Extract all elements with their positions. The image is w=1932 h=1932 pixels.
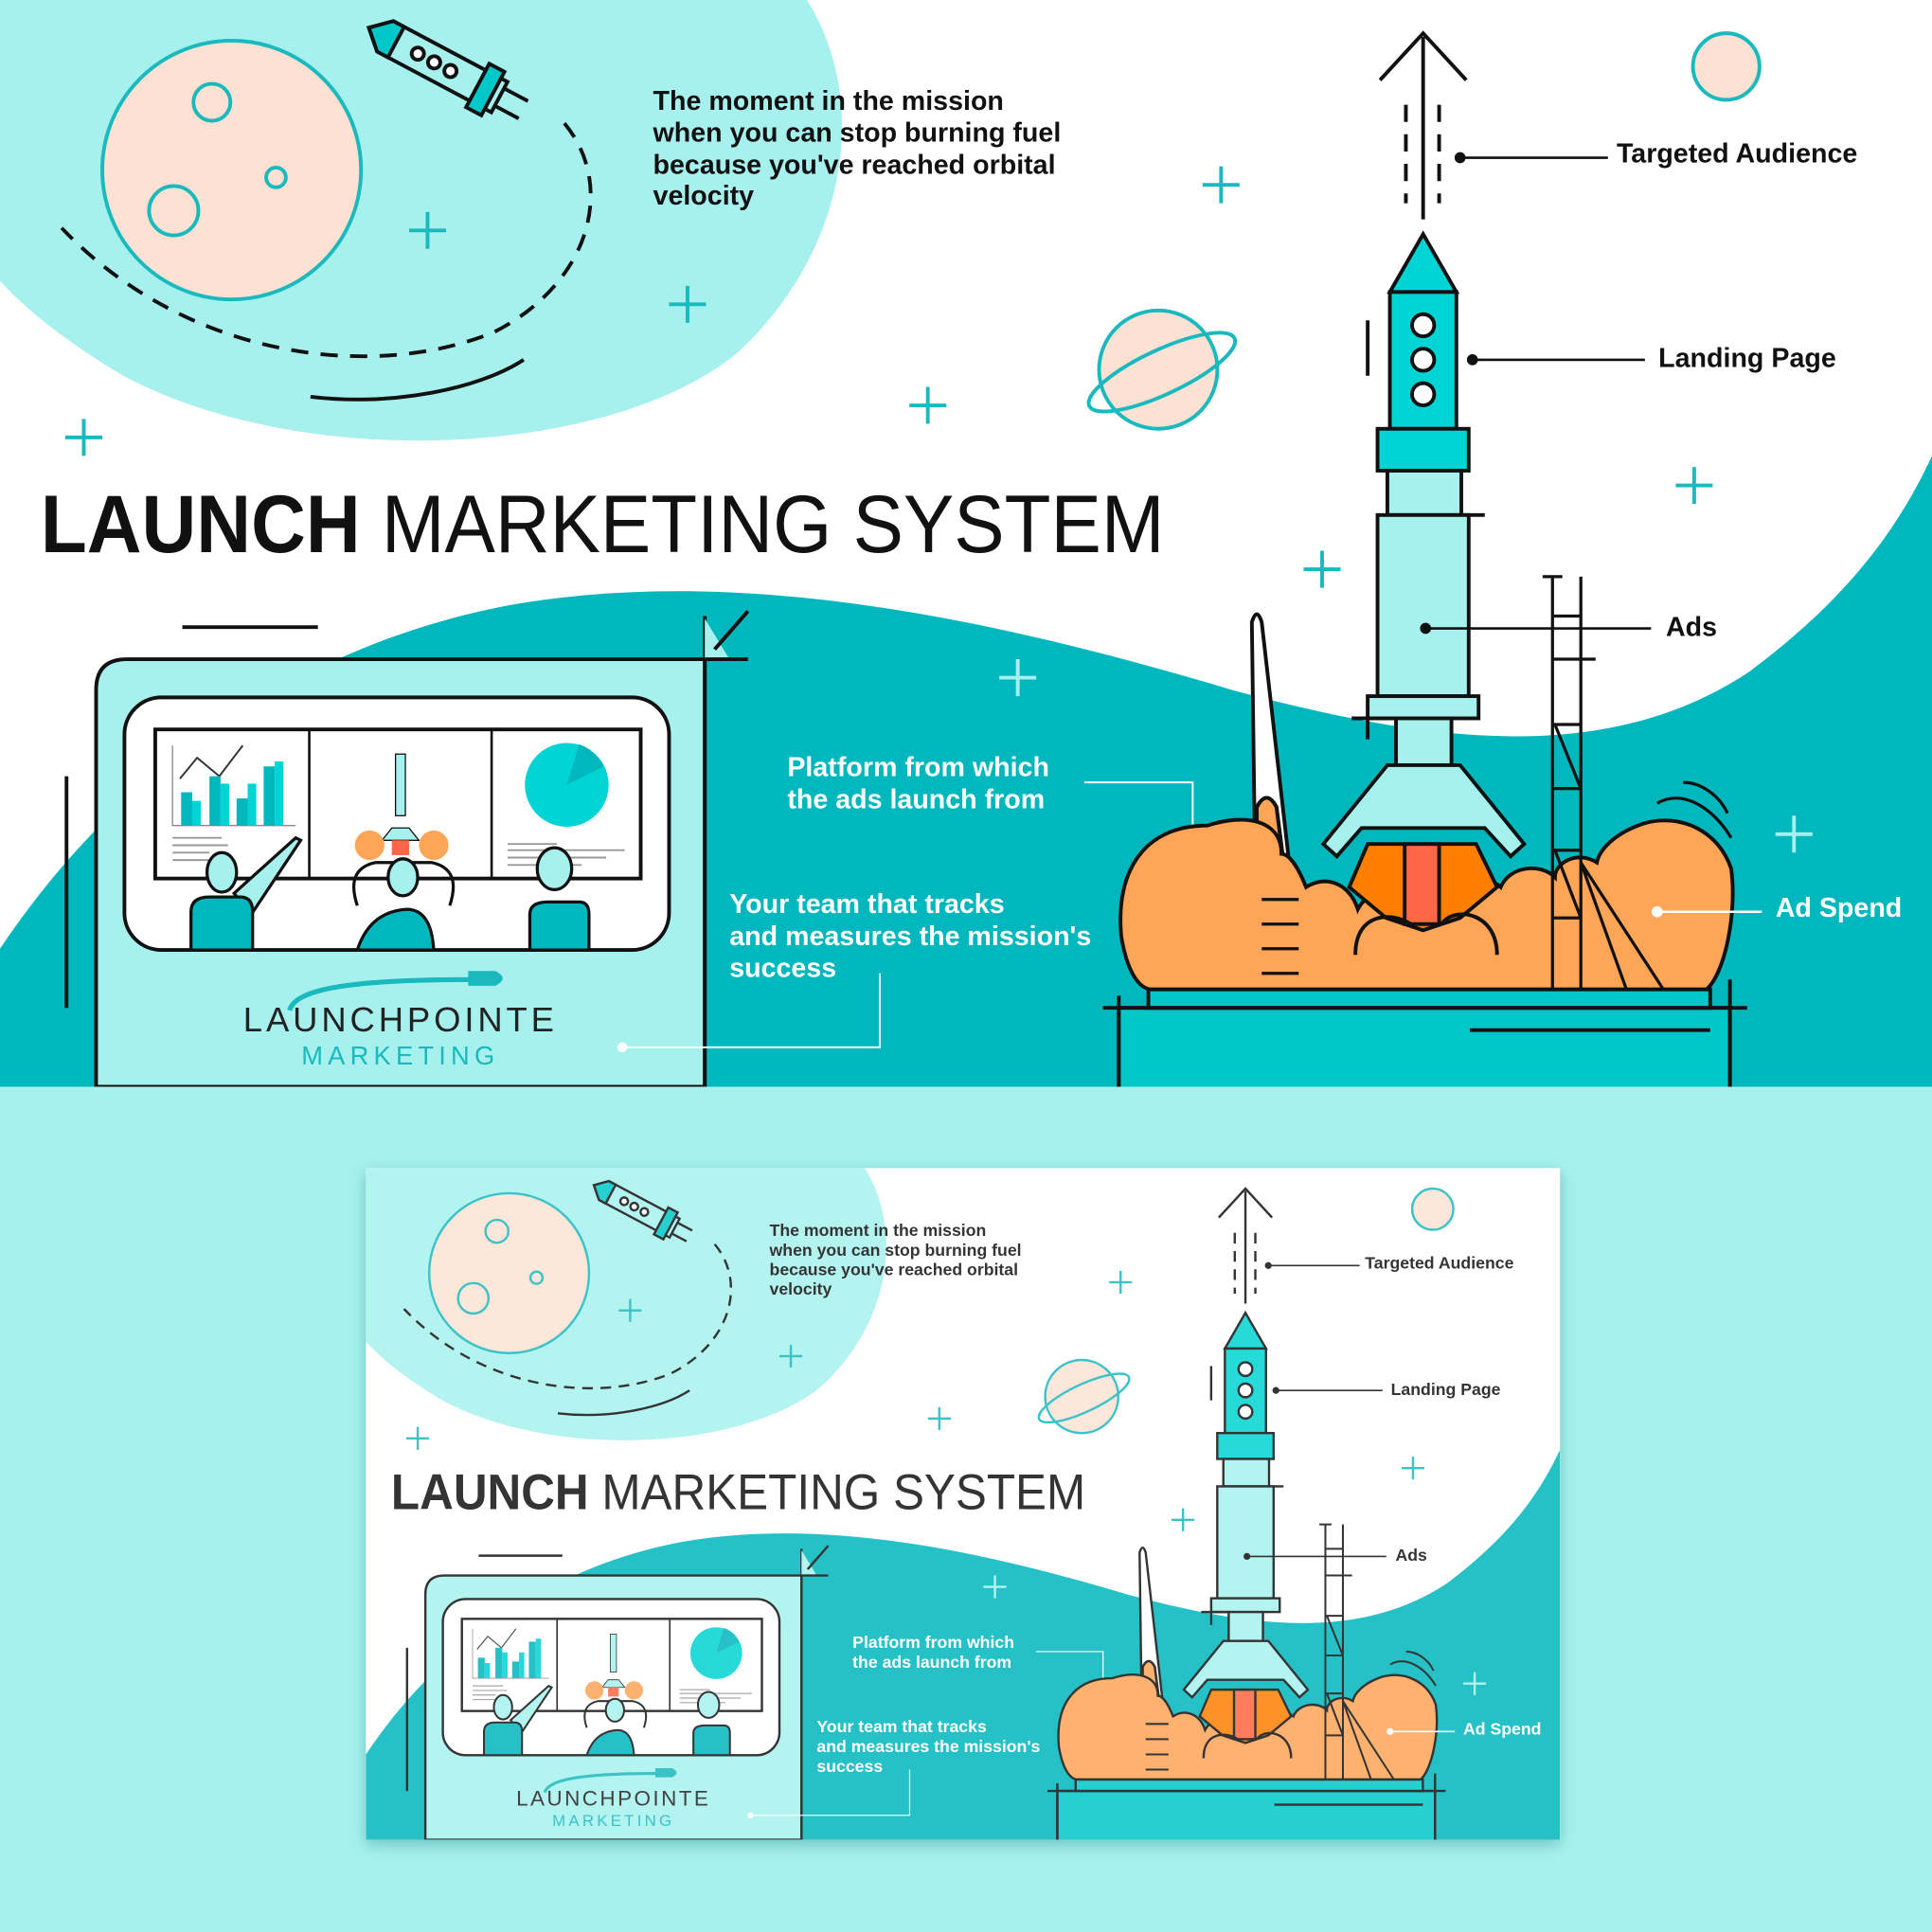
svg-text:Ads: Ads xyxy=(1666,612,1717,642)
moon-icon xyxy=(100,38,364,302)
logo-line2: MARKETING xyxy=(301,1041,499,1070)
orbit-line xyxy=(310,358,526,402)
svg-text:the ads launch from: the ads launch from xyxy=(787,784,1045,814)
logo-swoosh xyxy=(287,976,474,1011)
orbit-path xyxy=(60,121,593,359)
trajectory-arrow-icon xyxy=(1378,30,1468,220)
logo-rocket-icon xyxy=(468,971,503,986)
page-title: LAUNCH MARKETING SYSTEM xyxy=(41,479,1165,570)
control-room: LAUNCHPOINTE MARKETING xyxy=(64,610,750,1087)
svg-text:because you've reached orbital: because you've reached orbital xyxy=(653,150,1056,180)
label-ad-spend: Ad Spend xyxy=(1652,893,1902,923)
svg-text:velocity: velocity xyxy=(653,181,755,211)
bar-chart-icon xyxy=(171,744,296,862)
mockup-preview xyxy=(366,1168,1560,1844)
label-landing-page: Landing Page xyxy=(1466,344,1836,374)
callout-team: Your team that tracks and measures the m… xyxy=(617,889,1091,1053)
planet-icon xyxy=(1086,308,1238,431)
svg-text:Targeted Audience: Targeted Audience xyxy=(1617,139,1857,170)
label-targeted-audience: Targeted Audience xyxy=(1454,139,1857,170)
sun-icon xyxy=(1690,31,1762,102)
logo: LAUNCHPOINTE MARKETING xyxy=(243,971,558,1070)
team-people xyxy=(189,835,591,952)
plus-decorations xyxy=(64,166,1813,853)
svg-text:The moment in the mission: The moment in the mission xyxy=(653,86,1004,116)
pie-chart-icon xyxy=(508,742,625,867)
mission-caption: The moment in the mission when you can s… xyxy=(653,86,1062,211)
svg-text:Your team that tracks: Your team that tracks xyxy=(729,889,1004,920)
svg-text:when you can stop burning fuel: when you can stop burning fuel xyxy=(653,118,1062,149)
launch-illustration: LAUNCH MARKETING SYSTEM The moment in th… xyxy=(0,0,1932,1087)
svg-text:Ad Spend: Ad Spend xyxy=(1776,893,1903,923)
title-bold: LAUNCH xyxy=(41,479,361,570)
title-regular: MARKETING SYSTEM xyxy=(382,479,1165,570)
callout-platform: Platform from which the ads launch from xyxy=(787,753,1198,1046)
rocket-icon xyxy=(1320,230,1528,859)
small-rocket-icon xyxy=(366,19,529,120)
label-ads: Ads xyxy=(1420,612,1717,642)
launch-pad xyxy=(1102,575,1747,1087)
svg-text:Landing Page: Landing Page xyxy=(1658,344,1836,374)
mini-rocket-icon xyxy=(354,753,449,861)
svg-text:success: success xyxy=(729,954,836,984)
logo-line1: LAUNCHPOINTE xyxy=(243,1000,558,1039)
svg-text:Platform from which: Platform from which xyxy=(787,753,1049,783)
svg-text:and measures the mission's: and measures the mission's xyxy=(729,921,1091,952)
